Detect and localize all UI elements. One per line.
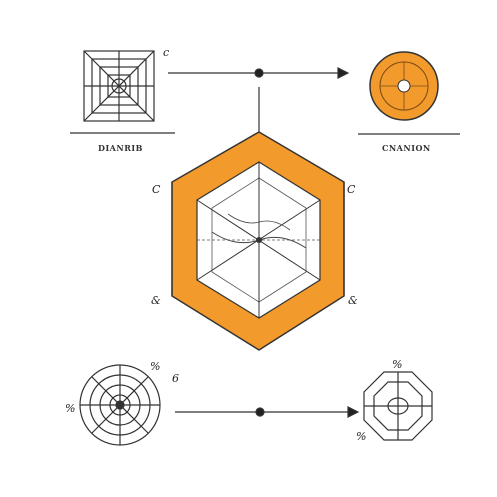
mark-hex-top-right: C <box>347 183 356 196</box>
mark-hex-bottom-right: & <box>348 294 358 307</box>
top-connector-arrow <box>168 67 350 79</box>
mark-hex-bottom-left: & <box>151 294 161 307</box>
bottom-right-octagon-figure <box>363 371 433 441</box>
mark-bottom-left-left: % <box>65 402 75 415</box>
mark-top-left-square: c <box>163 46 169 59</box>
mark-bottom-left-right: 6 <box>172 372 179 385</box>
mark-bottom-right-left: % <box>356 430 366 443</box>
central-hexagon-figure <box>171 131 345 351</box>
bottom-connector-arrow <box>175 406 360 418</box>
mark-bottom-right-top: % <box>392 358 402 371</box>
mark-hex-top-left: C <box>152 183 161 196</box>
mark-bottom-left-top: % <box>150 360 160 373</box>
caption-top-left: DIANRIB <box>98 143 143 153</box>
top-right-circle-figure <box>369 51 439 121</box>
top-left-square-figure <box>83 50 155 122</box>
bottom-left-circle-figure <box>79 364 161 446</box>
caption-top-right: CNANION <box>382 143 431 153</box>
